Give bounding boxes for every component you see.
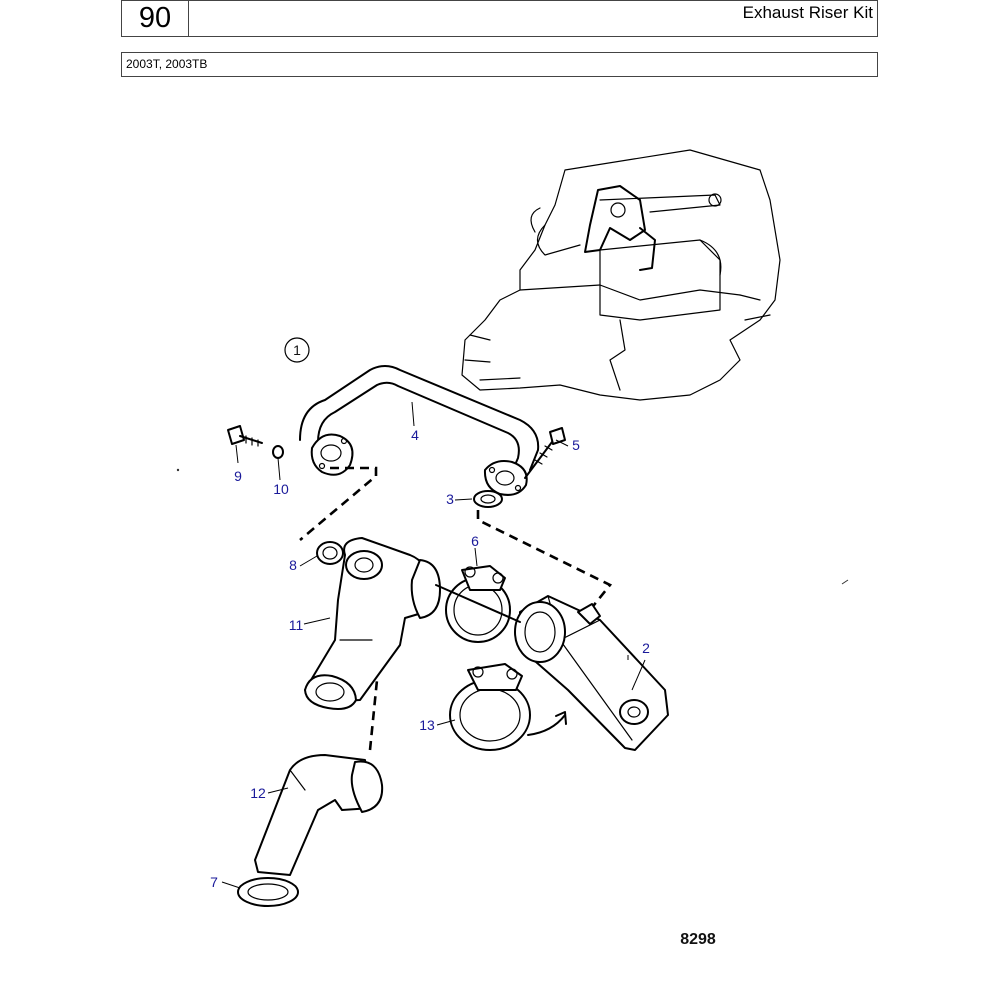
part-4-exhaust-pipe (299, 365, 540, 496)
callout-7: 7 (210, 874, 218, 890)
part-3-gasket (473, 490, 503, 508)
callout-11: 11 (289, 617, 304, 633)
callout-labels: 2 3 4 5 6 7 8 9 10 11 12 13 (210, 427, 650, 890)
kit-marker-label: 1 (293, 342, 301, 358)
callout-6: 6 (471, 533, 479, 549)
part-12-elbow (254, 754, 384, 876)
figure-number: 8298 (680, 931, 716, 948)
callout-10: 10 (273, 481, 289, 497)
callout-5: 5 (572, 437, 580, 453)
leader-lines (221, 401, 646, 889)
scan-speck (841, 579, 849, 585)
group-number: 90 (122, 1, 189, 36)
part-9-bolt (227, 425, 263, 447)
engine-illustration (461, 149, 781, 401)
scan-speck (176, 468, 180, 472)
part-7-gasket (237, 877, 299, 907)
callout-2: 2 (642, 640, 650, 656)
part-2-riser (514, 595, 669, 751)
part-5-screw (524, 427, 566, 479)
part-10-washer (272, 445, 284, 459)
assembly-line-left (299, 466, 378, 541)
callout-8: 8 (289, 557, 297, 573)
callout-12: 12 (250, 785, 266, 801)
page-title: Exhaust Riser Kit (742, 3, 873, 22)
connector-line (435, 584, 521, 623)
part-13-clamp (449, 663, 531, 751)
kit-marker: 1 (284, 337, 310, 363)
assembly-arrowhead-2 (555, 711, 567, 725)
callout-4: 4 (411, 427, 419, 443)
model-list: 2003T, 2003TB (121, 52, 878, 77)
part-6-clamp (445, 565, 511, 643)
assembly-arrow (527, 714, 566, 736)
assembly-line-right (476, 510, 613, 611)
part-11-elbow (304, 537, 441, 710)
callout-3: 3 (446, 491, 454, 507)
part-8-gasket (316, 541, 344, 565)
callout-9: 9 (234, 468, 242, 484)
callout-13: 13 (419, 717, 435, 733)
header-box: 90 Exhaust Riser Kit (121, 0, 878, 37)
